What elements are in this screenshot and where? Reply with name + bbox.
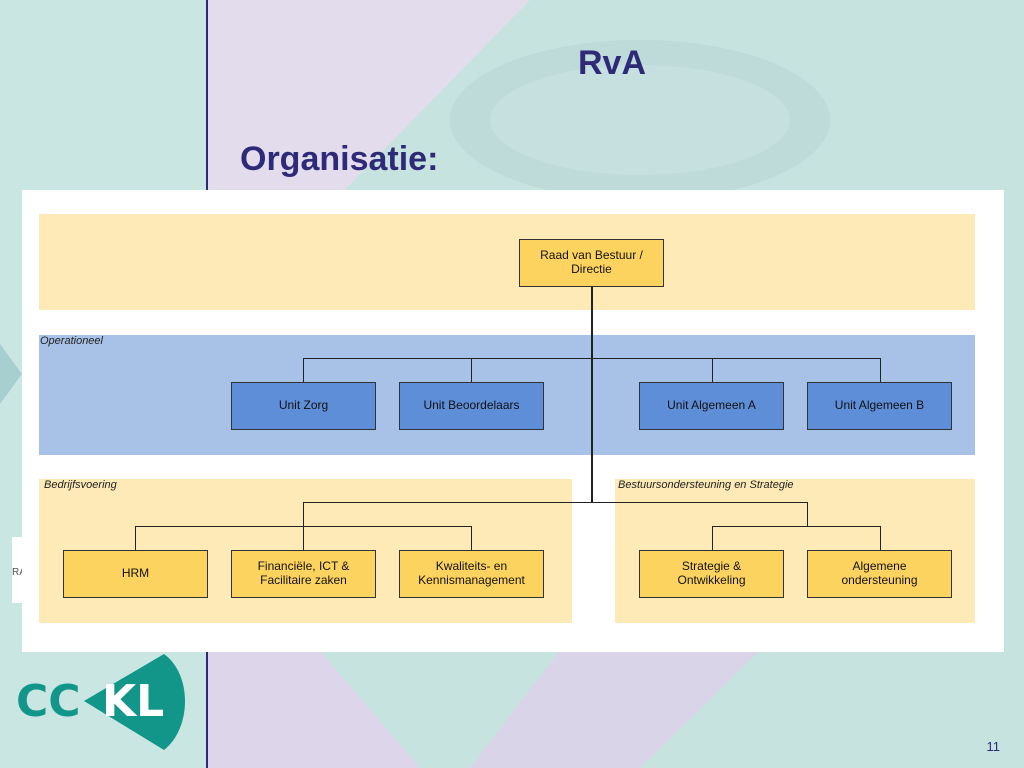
box-unit-algemeen-a: Unit Algemeen A [639, 382, 784, 430]
slide-title: RvA [577, 44, 647, 82]
box-strategie: Strategie & Ontwikkeling [639, 550, 784, 598]
box-hrm-label: HRM [121, 566, 150, 581]
logo-text-kl: KL [102, 676, 164, 727]
cckl-logo: CC KL [16, 654, 185, 750]
connector-unit-zorg [303, 358, 304, 382]
box-strategie-label: Strategie & Ontwikkeling [677, 559, 746, 587]
left-decoration [0, 344, 22, 404]
box-algemene-ondersteuning: Algemene ondersteuning [807, 550, 952, 598]
box-hrm: HRM [63, 550, 208, 598]
box-unit-algemeen-b: Unit Algemeen B [807, 382, 952, 430]
box-unit-algemeen-a-label: Unit Algemeen A [667, 398, 756, 413]
box-kwaliteit-label: Kwaliteits- en Kennismanagement [418, 559, 525, 587]
label-operationeel: Operationeel [40, 335, 103, 347]
box-unit-zorg-label: Unit Zorg [278, 398, 329, 413]
label-bedrijfsvoering: Bedrijfsvoering [44, 479, 117, 491]
connector-financien [303, 526, 304, 550]
box-algemene-ondersteuning-label: Algemene ondersteuning [841, 559, 918, 587]
connector-bestuur-bar [712, 526, 881, 527]
connector-hrm [135, 526, 136, 550]
connector-unit-beoordelaars [471, 358, 472, 382]
connector-operationeel-bar [303, 358, 881, 359]
connector-bestuur-drop [807, 502, 808, 526]
org-chart: Operationeel Bedrijfsvoering Bestuursond… [22, 190, 1004, 652]
management-band [39, 214, 975, 310]
connector-bedrijfsvoering-drop [303, 502, 304, 526]
page-number: 11 [986, 739, 1001, 754]
box-raad-van-bestuur-label: Raad van Bestuur / Directie [540, 248, 643, 276]
box-financien-label: Financiële, ICT & Facilitaire zaken [257, 559, 350, 587]
connector-unit-algemeen-a [712, 358, 713, 382]
box-unit-beoordelaars-label: Unit Beoordelaars [423, 398, 520, 413]
label-bestuur: Bestuursondersteuning en Strategie [618, 479, 794, 491]
logo-leaf [84, 654, 185, 750]
connector-kwaliteit [471, 526, 472, 550]
side-tab: RA [12, 537, 22, 603]
box-unit-beoordelaars: Unit Beoordelaars [399, 382, 544, 430]
logo-text-cc: CC [16, 676, 81, 727]
connector-unit-algemeen-b [880, 358, 881, 382]
connector-algemene [880, 526, 881, 550]
side-tab-text: RA [12, 567, 22, 578]
box-unit-algemeen-b-label: Unit Algemeen B [834, 398, 925, 413]
box-unit-zorg: Unit Zorg [231, 382, 376, 430]
box-kwaliteit: Kwaliteits- en Kennismanagement [399, 550, 544, 598]
slide-subtitle: Organisatie: [240, 140, 439, 178]
connector-strategie [712, 526, 713, 550]
box-raad-van-bestuur: Raad van Bestuur / Directie [519, 239, 664, 287]
connector-lower-bar [303, 502, 807, 503]
box-financien: Financiële, ICT & Facilitaire zaken [231, 550, 376, 598]
connector-trunk [591, 287, 593, 503]
